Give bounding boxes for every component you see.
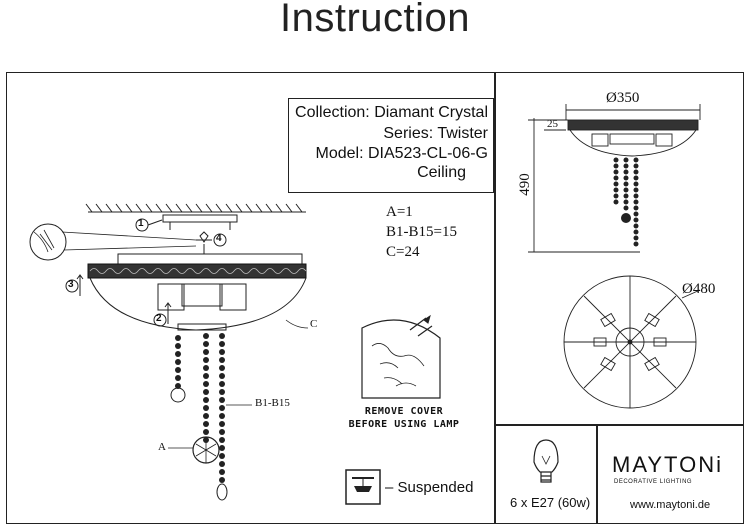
step-3-label: 3 [68,279,74,290]
step-1-label: 1 [138,218,144,229]
collection-text: Collection: Diamant Crystal [295,104,488,121]
remove-cover-line1: REMOVE COVER [364,406,444,417]
side-elevation-chains [613,157,639,247]
side-elevation-drawing [528,104,701,253]
product-info-box [288,98,494,193]
step-4-label: 4 [216,233,222,244]
crystal-chains [175,333,225,483]
top-view-drawing [563,275,701,409]
remove-cover-illustration [361,314,441,399]
dimension-height: 490 [516,173,533,196]
brand-logo: MAYTONi [612,452,723,477]
brand-website[interactable]: www.maytoni.de [630,499,711,511]
part-c-count: C=24 [386,244,420,260]
label-a: A [158,441,166,453]
crystal-ring [87,263,307,279]
series-text: Series: Twister [383,125,488,142]
page-title: Instruction [279,0,471,40]
step-2-label: 2 [156,313,162,324]
glass-bowl [89,277,307,331]
footer-divider [596,424,598,524]
ceiling-surface [85,203,306,213]
dimension-thickness: 25 [547,118,558,130]
label-b: B1-B15 [255,397,290,409]
remove-cover-line2: BEFORE USING LAMP [348,419,460,430]
part-b-count: B1-B15=15 [386,224,457,240]
dimension-width-top: Ø350 [606,90,640,106]
bulb-icon [533,439,559,483]
suspended-label: – Suspended [385,479,474,496]
label-c: C [310,318,318,330]
instruction-frame [6,72,744,524]
model-text: Model: DIA523-CL-06-G [315,145,488,162]
wire-detail-zoom [29,223,67,261]
part-a-count: A=1 [386,204,413,220]
suspended-icon [345,469,381,505]
panel-divider-horizontal [494,424,744,426]
brand-tagline: DECORATIVE LIGHTING [614,479,693,485]
bulb-spec: 6 x E27 (60w) [510,495,591,510]
mounting-bracket [162,214,238,223]
panel-divider-vertical [494,72,496,524]
dimension-diameter: Ø480 [682,281,716,297]
type-text: Ceiling [417,164,466,181]
